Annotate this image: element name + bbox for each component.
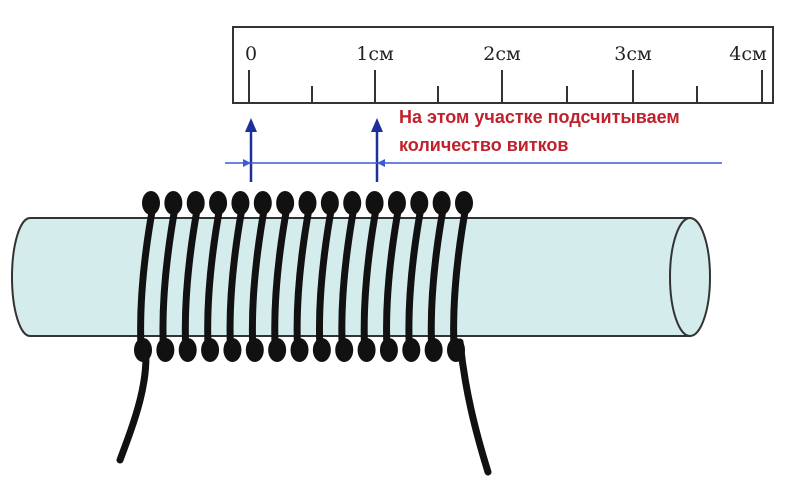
- rod: [11, 217, 711, 337]
- coil-turn: [379, 191, 406, 362]
- right-lead-wire: [456, 338, 492, 476]
- coil-turn: [178, 191, 205, 362]
- arrow-left-head: [245, 118, 257, 132]
- rod-body: [11, 217, 691, 337]
- lead-wires: [116, 338, 492, 476]
- coil-turn: [335, 191, 362, 362]
- coil-turn: [290, 191, 317, 362]
- ruler-label-4cm: 4см: [729, 43, 767, 65]
- coil-turn: [312, 191, 339, 362]
- coil-turn: [402, 191, 429, 362]
- rod-end-cap: [669, 217, 711, 337]
- left-lead-wire: [116, 338, 150, 464]
- coil-turn: [268, 191, 295, 362]
- arrow-right-head: [371, 118, 383, 132]
- coil-turn: [156, 191, 183, 362]
- ruler: 0 1см 2см 3см 4см: [232, 26, 774, 104]
- ruler-ticks: [248, 70, 763, 103]
- annotation-line-1: На этом участке подсчитываем: [399, 107, 680, 127]
- coil-turn: [424, 191, 451, 362]
- coil-turn: [223, 191, 250, 362]
- coil-turn: [201, 191, 228, 362]
- coil-turn: [357, 191, 384, 362]
- ruler-label-3cm: 3см: [614, 43, 652, 65]
- coil-winding: [134, 191, 473, 362]
- coil-turn: [245, 191, 272, 362]
- ruler-label-2cm: 2см: [483, 43, 521, 65]
- measure-arrows: [245, 118, 383, 182]
- ruler-label-0: 0: [245, 43, 257, 65]
- guide-line: [225, 159, 722, 167]
- ruler-label-1cm: 1см: [356, 43, 394, 65]
- annotation-line-2: количество витков: [399, 135, 568, 155]
